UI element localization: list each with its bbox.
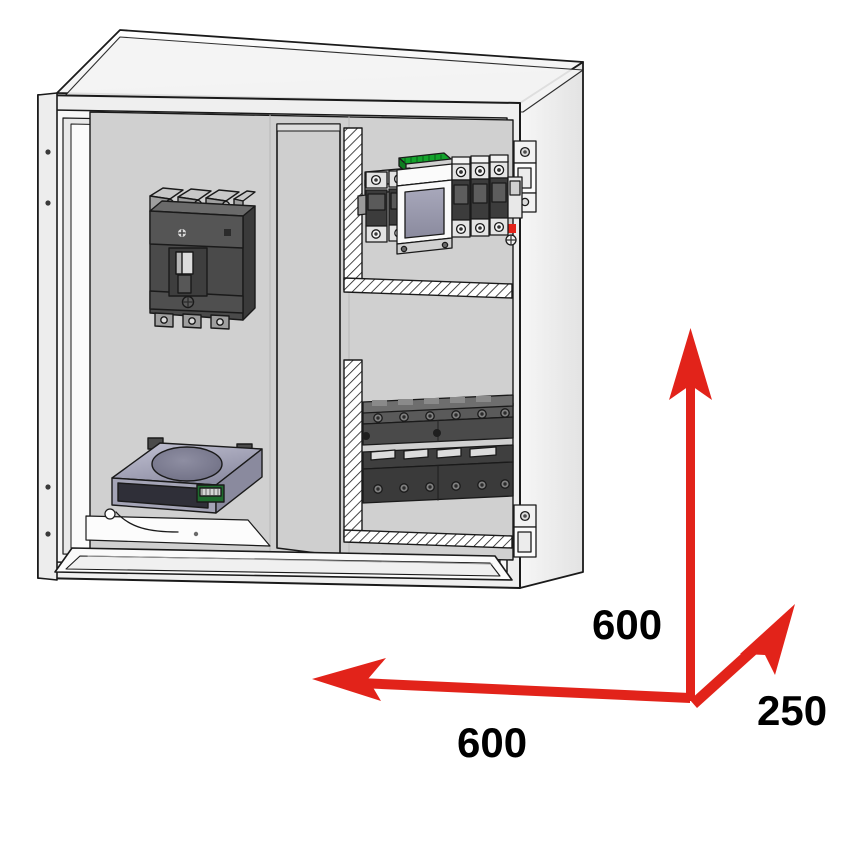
left-frame-post [37, 92, 58, 581]
depth-dimension-arrow [690, 604, 795, 708]
mccb-device [149, 187, 256, 330]
terminal-block-row-lower [362, 444, 514, 504]
dimension-label-height: 600 [592, 601, 663, 648]
dimension-label-width: 600 [457, 719, 528, 766]
current-transformer-device [111, 437, 263, 533]
relay-module [396, 152, 453, 255]
terminal-block-row-upper [362, 394, 514, 446]
mcb-bank [451, 154, 523, 246]
dimension-label-depth: 250 [757, 687, 828, 734]
width-dimension-arrow [312, 658, 690, 703]
hinge-bottom [513, 504, 537, 558]
height-dimension-arrow [669, 328, 712, 701]
hatched-section-lower-horizontal [343, 529, 513, 549]
bottom-gland-plate [54, 508, 513, 581]
enclosure-top-face [56, 29, 584, 113]
mccb-bottom-terminals [154, 312, 230, 330]
hatched-section-upper-horizontal [343, 277, 513, 299]
